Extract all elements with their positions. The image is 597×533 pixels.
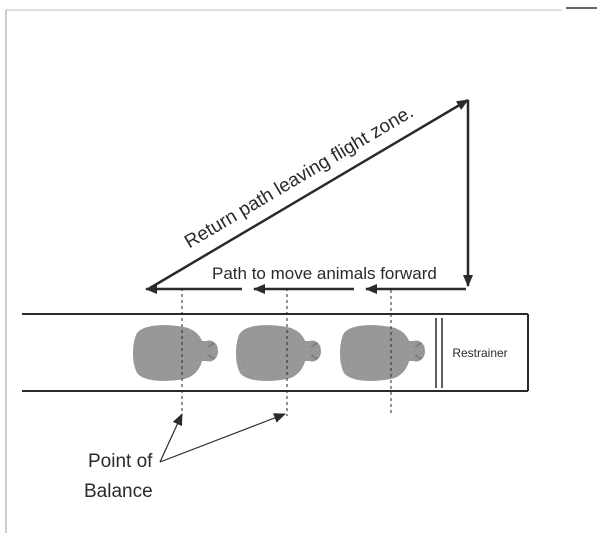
forward-path-label: Path to move animals forward: [212, 264, 437, 283]
return-path-arrow: [149, 98, 469, 290]
point-of-balance-label-line2: Balance: [84, 481, 153, 502]
return-path-label: Return path leaving flight zone.: [181, 102, 417, 253]
chute: [22, 313, 529, 392]
point-of-balance-lines: [181, 288, 392, 416]
animal-2: [236, 325, 321, 381]
restrainer: Restrainer: [435, 318, 508, 388]
animal-1: [133, 325, 218, 381]
point-of-balance-label-line1: Point of: [88, 451, 153, 472]
animal-3: [340, 325, 425, 381]
balance-pointer-arrow-1: [159, 413, 183, 463]
balance-pointer-arrow-2: [159, 413, 286, 463]
restrainer-label: Restrainer: [452, 346, 507, 360]
